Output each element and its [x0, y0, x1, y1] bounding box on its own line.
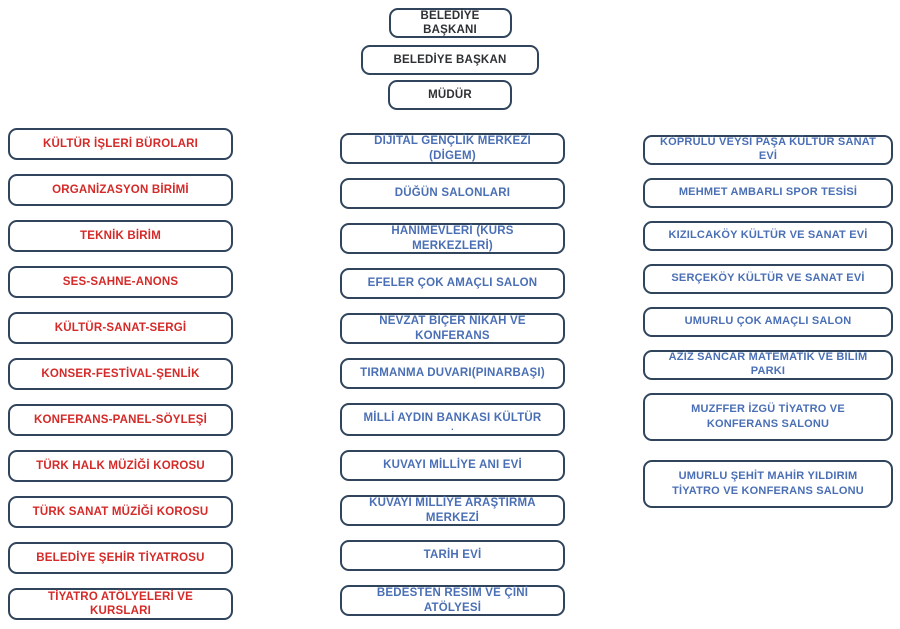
- org-node-label: DİJİTAL GENÇLİK MERKEZİ (DİGEM): [374, 135, 531, 162]
- org-node-label: KÖPRÜLÜ VEYSİ PAŞA KÜLTÜR SANAT EVİ: [659, 136, 877, 162]
- column-units: KÜLTÜR İŞLERİ BÜROLARI ORGANİZASYON BİRİ…: [8, 128, 233, 620]
- org-node-label: UMURLU ÇOK AMAÇLI SALON: [684, 315, 852, 328]
- org-node-efeler-cok-amacli-salon: EFELER ÇOK AMAÇLI SALON: [340, 268, 565, 299]
- org-node-aziz-sancar-matematik-ve-bilim-parki: AZİZ SANCAR MATEMATİK VE BİLİM PARKI: [643, 350, 893, 380]
- org-node-label: KUVAYI MİLLİYE ANI EVİ: [383, 459, 522, 472]
- org-node-label: TÜRK SANAT MÜZİĞİ KOROSU: [32, 505, 209, 518]
- org-node-label: UMURLU ŞEHİT MAHİR YILDIRIM TİYATRO VE K…: [672, 469, 864, 497]
- org-node-label: KÜLTÜR-SANAT-SERGİ: [54, 321, 187, 334]
- org-node-turk-sanat-muzigi-korosu: TÜRK SANAT MÜZİĞİ KOROSU: [8, 496, 233, 528]
- org-node-konferans-panel-soylesi: KONFERANS-PANEL-SÖYLEŞİ: [8, 404, 233, 436]
- org-node-label: MÜDÜR: [428, 88, 472, 101]
- org-node-label: ORGANİZASYON BİRİMİ: [52, 183, 189, 196]
- org-node-note: .: [451, 422, 454, 433]
- org-node-muzffer-izgu-tiyatro-ve-konferans-salonu: MUZFFER İZGÜ TİYATRO VE KONFERANS SALONU: [643, 393, 893, 441]
- org-node-label: BELEDİYE BAŞKAN: [393, 53, 507, 66]
- org-node-label: BELEDİYE BAŞKANI: [420, 9, 480, 36]
- org-node-sercekoy-kultur-ve-sanat-evi: SERÇEKÖY KÜLTÜR VE SANAT EVİ: [643, 264, 893, 294]
- org-node-tirmanma-duvari: TIRMANMA DUVARI(PINARBAŞI): [340, 358, 565, 389]
- org-node-mudur: MÜDÜR: [388, 80, 512, 110]
- org-node-label: AZİZ SANCAR MATEMATİK VE BİLİM PARKI: [668, 351, 868, 377]
- column-facilities-middle: DİJİTAL GENÇLİK MERKEZİ (DİGEM) DÜĞÜN SA…: [340, 133, 565, 616]
- org-node-label: HANIMEVLERİ (KURS MERKEZLERİ): [391, 225, 514, 252]
- org-node-label: TİYATRO ATÖLYELERİ VE KURSLARI: [48, 590, 193, 617]
- org-node-ses-sahne-anons: SES-SAHNE-ANONS: [8, 266, 233, 298]
- header-chain: BELEDİYE BAŞKANI BELEDİYE BAŞKAN MÜDÜR: [361, 8, 539, 110]
- org-node-kuvayi-milliye-ani-evi: KUVAYI MİLLİYE ANI EVİ: [340, 450, 565, 481]
- org-node-nevzat-bicer-nikah-ve-konferans: NEVZAT BİÇER NİKAH VE KONFERANS: [340, 313, 565, 344]
- org-node-kuvayi-milliye-arastirma-merkezi: KUVAYI MİLLİYE ARAŞTIRMA MERKEZİ: [340, 495, 565, 526]
- org-node-label: SES-SAHNE-ANONS: [62, 275, 179, 288]
- org-node-label: MEHMET AMBARLI SPOR TESİSİ: [678, 186, 858, 199]
- org-node-tiyatro-atolyeleri-ve-kurslari: TİYATRO ATÖLYELERİ VE KURSLARI: [8, 588, 233, 620]
- org-node-turk-halk-muzigi-korosu: TÜRK HALK MÜZİĞİ KOROSU: [8, 450, 233, 482]
- org-node-label: MUZFFER İZGÜ TİYATRO VE KONFERANS SALONU: [691, 402, 845, 430]
- org-node-koprulu-veysi-pasa-kultur-sanat-evi: KÖPRÜLÜ VEYSİ PAŞA KÜLTÜR SANAT EVİ: [643, 135, 893, 165]
- org-node-mehmet-ambarli-spor-tesisi: MEHMET AMBARLI SPOR TESİSİ: [643, 178, 893, 208]
- org-node-label: KÜLTÜR İŞLERİ BÜROLARI: [43, 137, 198, 150]
- org-node-kultur-isleri-burolari: KÜLTÜR İŞLERİ BÜROLARI: [8, 128, 233, 160]
- org-node-label: BEDESTEN RESİM VE ÇİNİ ATÖLYESİ: [376, 587, 529, 614]
- org-node-belediye-baskani: BELEDİYE BAŞKANI: [388, 8, 512, 38]
- org-node-label: BELEDİYE ŞEHİR TİYATROSU: [36, 551, 205, 564]
- org-node-organizasyon-birimi: ORGANİZASYON BİRİMİ: [8, 174, 233, 206]
- org-node-label: KONFERANS-PANEL-SÖYLEŞİ: [33, 413, 208, 426]
- org-node-bedesten-resim-ve-cini-atolyesi: BEDESTEN RESİM VE ÇİNİ ATÖLYESİ: [340, 585, 565, 616]
- org-node-tarih-evi: TARİH EVİ: [340, 540, 565, 571]
- org-node-umurlu-cok-amacli-salon: UMURLU ÇOK AMAÇLI SALON: [643, 307, 893, 337]
- org-node-label: MİLLİ AYDIN BANKASI KÜLTÜR: [363, 411, 542, 424]
- org-node-belediye-baskan: BELEDİYE BAŞKAN: [361, 45, 539, 75]
- org-node-label: SERÇEKÖY KÜLTÜR VE SANAT EVİ: [671, 272, 865, 285]
- column-facilities-right: KÖPRÜLÜ VEYSİ PAŞA KÜLTÜR SANAT EVİ MEHM…: [643, 135, 893, 508]
- org-node-label: TÜRK HALK MÜZİĞİ KOROSU: [36, 459, 205, 472]
- org-node-umurlu-sehit-mahir-yildirim-tiyatro-ve-konferans-salonu: UMURLU ŞEHİT MAHİR YILDIRIM TİYATRO VE K…: [643, 460, 893, 508]
- org-node-label: NEVZAT BİÇER NİKAH VE KONFERANS: [379, 315, 526, 342]
- org-node-label: TARİH EVİ: [423, 549, 482, 562]
- org-node-label: KUVAYI MİLLİYE ARAŞTIRMA MERKEZİ: [369, 497, 536, 524]
- org-node-label: TEKNİK BİRİM: [80, 229, 161, 242]
- org-node-label: DÜĞÜN SALONLARI: [394, 187, 511, 200]
- org-node-label: EFELER ÇOK AMAÇLI SALON: [367, 277, 538, 290]
- org-node-dugun-salonlari: DÜĞÜN SALONLARI: [340, 178, 565, 209]
- org-node-teknik-birim: TEKNİK BİRİM: [8, 220, 233, 252]
- org-node-konser-festival-senlik: KONSER-FESTİVAL-ŞENLİK: [8, 358, 233, 390]
- org-node-label: KIZILCAKÖY KÜLTÜR VE SANAT EVİ: [668, 229, 868, 242]
- org-node-belediye-sehir-tiyatrosu: BELEDİYE ŞEHİR TİYATROSU: [8, 542, 233, 574]
- org-node-label: KONSER-FESTİVAL-ŞENLİK: [41, 367, 200, 380]
- org-node-milli-aydin-bankasi-kultur: MİLLİ AYDIN BANKASI KÜLTÜR .: [340, 403, 565, 436]
- org-node-label: TIRMANMA DUVARI(PINARBAŞI): [360, 367, 545, 380]
- org-node-kultur-sanat-sergi: KÜLTÜR-SANAT-SERGİ: [8, 312, 233, 344]
- org-node-hanimevleri: HANIMEVLERİ (KURS MERKEZLERİ): [340, 223, 565, 254]
- org-node-kizilcakoy-kultur-ve-sanat-evi: KIZILCAKÖY KÜLTÜR VE SANAT EVİ: [643, 221, 893, 251]
- org-node-dijital-genclik-merkezi: DİJİTAL GENÇLİK MERKEZİ (DİGEM): [340, 133, 565, 164]
